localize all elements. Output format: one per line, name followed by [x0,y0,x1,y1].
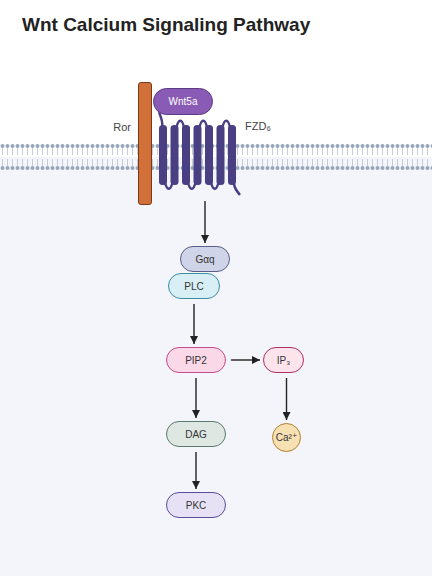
transmembrane-helix [205,125,213,185]
signal-arrow [195,452,196,489]
node-label: PIP2 [185,355,207,366]
receptor-bar: Ror [138,82,152,205]
transmembrane-helix [194,125,202,185]
receptor-loops [159,112,240,195]
node-label: Wnt5a [169,96,198,107]
outside-label: FZD₆ [245,120,271,132]
node-label: IP₃ [277,355,291,366]
transmembrane-helix [171,125,179,185]
transmembrane-helix [217,125,225,185]
signal-arrow [193,304,194,344]
diagram-title: Wnt Calcium Signaling Pathway [22,14,310,36]
node-label: Ca²⁺ [276,432,297,443]
signal-arrow [231,359,260,360]
node-label: Gαq [195,254,214,265]
messenger-pill: DAG [166,421,226,447]
protein-pill: Gαq [180,246,230,272]
cell-membrane [0,143,432,171]
enzyme-pill: PLC [168,273,220,299]
signal-arrow [286,378,287,420]
ion-circle: Ca²⁺ [272,423,301,452]
outside-label: Ror [113,121,131,133]
node-label: DAG [185,429,207,440]
transmembrane-helix [159,125,167,185]
messenger-pill: IP₃ [263,347,304,373]
signal-arrow [204,201,205,243]
signal-arrow [195,378,196,418]
lipid-pill: PIP2 [166,347,226,373]
receptor-shape [156,112,242,196]
kinase-pill: PKC [166,492,226,518]
node-label: PLC [184,281,203,292]
transmembrane-helix [182,125,190,185]
ligand-pill: Wnt5a [153,88,213,115]
transmembrane-helix [228,125,236,185]
cytoplasm-area [0,157,432,576]
receptor-helices: FZD₆ [156,112,242,196]
node-label: PKC [186,500,207,511]
